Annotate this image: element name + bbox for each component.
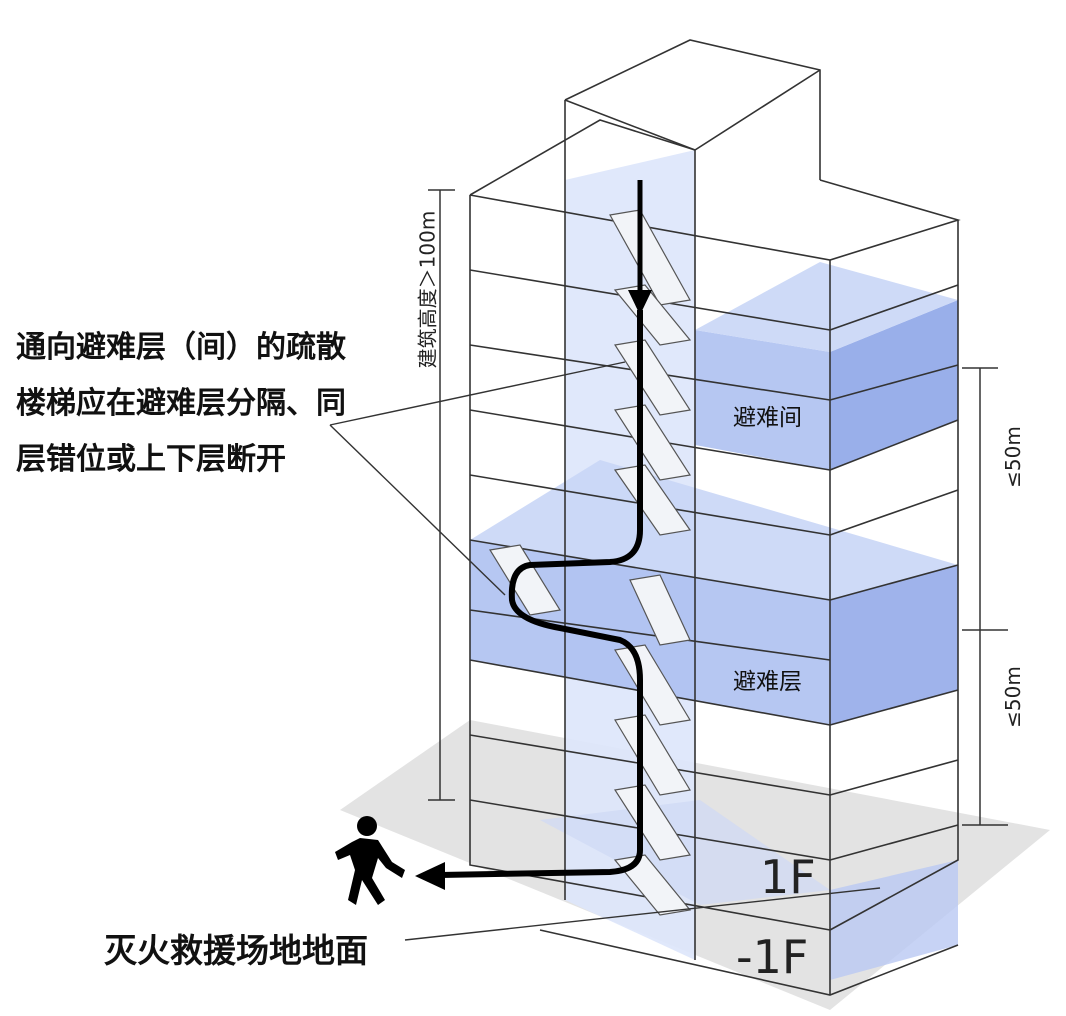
refuge-floor-front: [470, 540, 830, 725]
refuge-room-right: [830, 300, 958, 470]
arrow-down-icon: [628, 290, 652, 315]
evacuation-path-main: [439, 310, 643, 878]
refuge-room-front: [695, 330, 830, 470]
refuge-room-top: [695, 262, 958, 352]
building-height-label: 建筑高度＞100m: [415, 210, 440, 369]
leader-lines: [329, 361, 881, 941]
arrow-left-icon: [415, 862, 445, 890]
ground-floor-label: 1F: [760, 850, 816, 904]
stair-note: 通向避难层（间）的疏散 楼梯应在避难层分隔、同 层错位或上下层断开: [16, 320, 346, 488]
stair-note-line-1: 通向避难层（间）的疏散: [16, 330, 346, 365]
refuge-floor-label: 避难层: [733, 669, 802, 695]
refuge-floor-right: [830, 565, 958, 725]
stair-flights: [489, 209, 692, 916]
interval-upper-label: ≤50m: [1001, 426, 1025, 488]
height-dimension: [428, 189, 455, 801]
ground-note: 灭火救援场地地面: [104, 931, 368, 970]
basement-floor-label: -1F: [736, 930, 809, 984]
stair-note-line-3: 层错位或上下层断开: [16, 442, 286, 477]
running-person-icon: [335, 816, 405, 905]
stair-note-line-2: 楼梯应在避难层分隔、同: [16, 386, 346, 421]
interval-lower-label: ≤50m: [1001, 666, 1025, 728]
interval-dimensions: [962, 367, 1008, 826]
refuge-room-label: 避难间: [733, 405, 802, 431]
